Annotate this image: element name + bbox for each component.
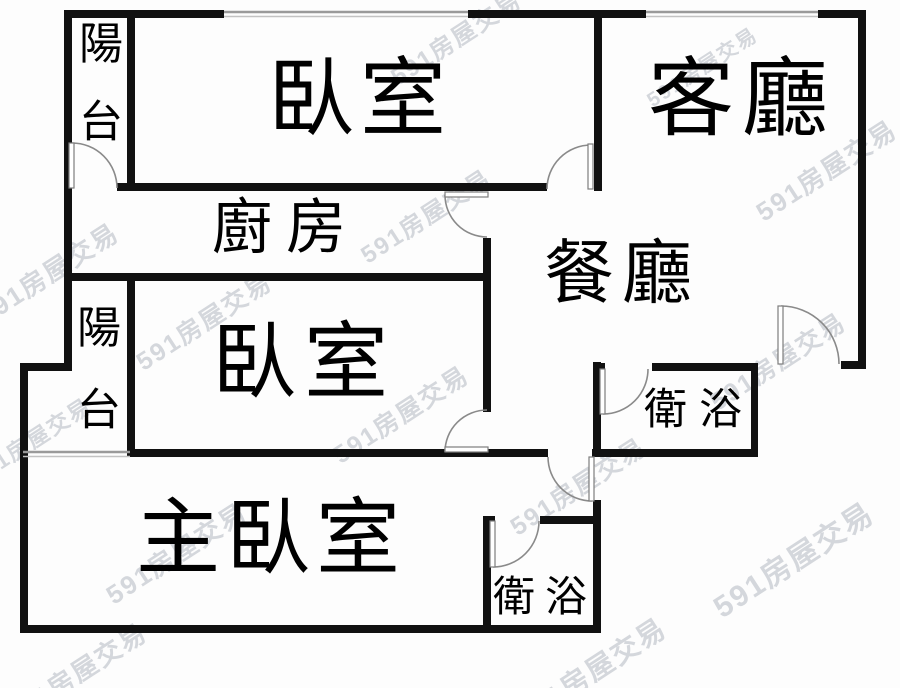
wall-top-1 xyxy=(64,10,224,18)
door-leaf-balcony-top xyxy=(68,142,75,189)
door-leaf-hall xyxy=(588,456,595,502)
door-arc-balcony-top xyxy=(71,142,118,189)
wall-top-2 xyxy=(468,10,646,18)
door-arc-entry xyxy=(780,305,840,365)
wall-center-right-lower xyxy=(593,500,601,633)
wall-bedroom-mid-bottom xyxy=(130,449,548,457)
room-label-balcony-top: 陽台 xyxy=(72,20,121,176)
door-arc-kitchen xyxy=(444,194,488,238)
room-label-bedroom-top: 臥室 xyxy=(268,51,452,147)
wall-bath-upper-top-stub xyxy=(593,363,605,371)
wall-bath-upper-bottom xyxy=(592,449,758,457)
wall-kitchen-bottom xyxy=(64,273,491,281)
door-leaf-bath-upper xyxy=(599,368,606,415)
wall-bath-upper-right xyxy=(751,363,758,457)
wall-bath-lower-top-stub xyxy=(483,516,495,524)
door-arc-bath-upper xyxy=(602,368,649,415)
room-label-bathroom-upper: 衛浴 xyxy=(644,387,754,434)
wall-bath-lower-left xyxy=(483,516,491,633)
room-label-bedroom-mid: 臥室 xyxy=(212,317,397,410)
wall-right-outer xyxy=(858,10,866,369)
wall-top-3 xyxy=(818,10,866,18)
wall-left-step xyxy=(20,363,72,371)
windows xyxy=(23,10,818,458)
walls xyxy=(20,10,866,633)
door-arcs xyxy=(71,142,840,568)
wall-balcony-top-right xyxy=(127,10,135,190)
wall-bedroom-living-divider xyxy=(594,10,602,191)
door-leaf-kitchen xyxy=(444,191,489,198)
wall-bottom xyxy=(20,625,601,633)
wall-bedroom-mid-right xyxy=(483,238,491,412)
door-arc-bath-lower xyxy=(492,520,540,568)
room-label-master-bedroom: 主臥室 xyxy=(136,493,407,586)
room-label-balcony-mid: 陽台 xyxy=(70,304,119,468)
wall-bath-lower-top xyxy=(540,516,601,524)
door-arc-hall xyxy=(547,456,593,502)
wall-center-right-upper xyxy=(593,362,601,457)
wall-bedroom-top-bottom xyxy=(117,183,547,191)
wall-left-upper xyxy=(64,10,72,371)
room-label-bathroom-lower: 衛浴 xyxy=(493,575,598,621)
room-label-kitchen: 廚房 xyxy=(212,195,360,261)
door-arc-bedroom-top xyxy=(546,144,592,190)
wall-left-lower xyxy=(20,363,28,633)
door-leaf-bedroom-mid xyxy=(444,446,489,453)
wall-balcony-mid-right xyxy=(127,273,135,456)
room-label-dining-room: 餐廳 xyxy=(544,236,700,313)
wall-bath-upper-top xyxy=(652,363,758,371)
room-label-living-room: 客廳 xyxy=(648,51,836,147)
door-leaf-bedroom-top xyxy=(587,143,594,190)
door-leaves xyxy=(68,142,784,568)
door-leaf-bath-lower xyxy=(489,520,496,568)
door-leaf-entry xyxy=(777,305,784,365)
door-arc-bedroom-mid xyxy=(444,409,488,453)
wall-entry-stub xyxy=(841,361,866,369)
